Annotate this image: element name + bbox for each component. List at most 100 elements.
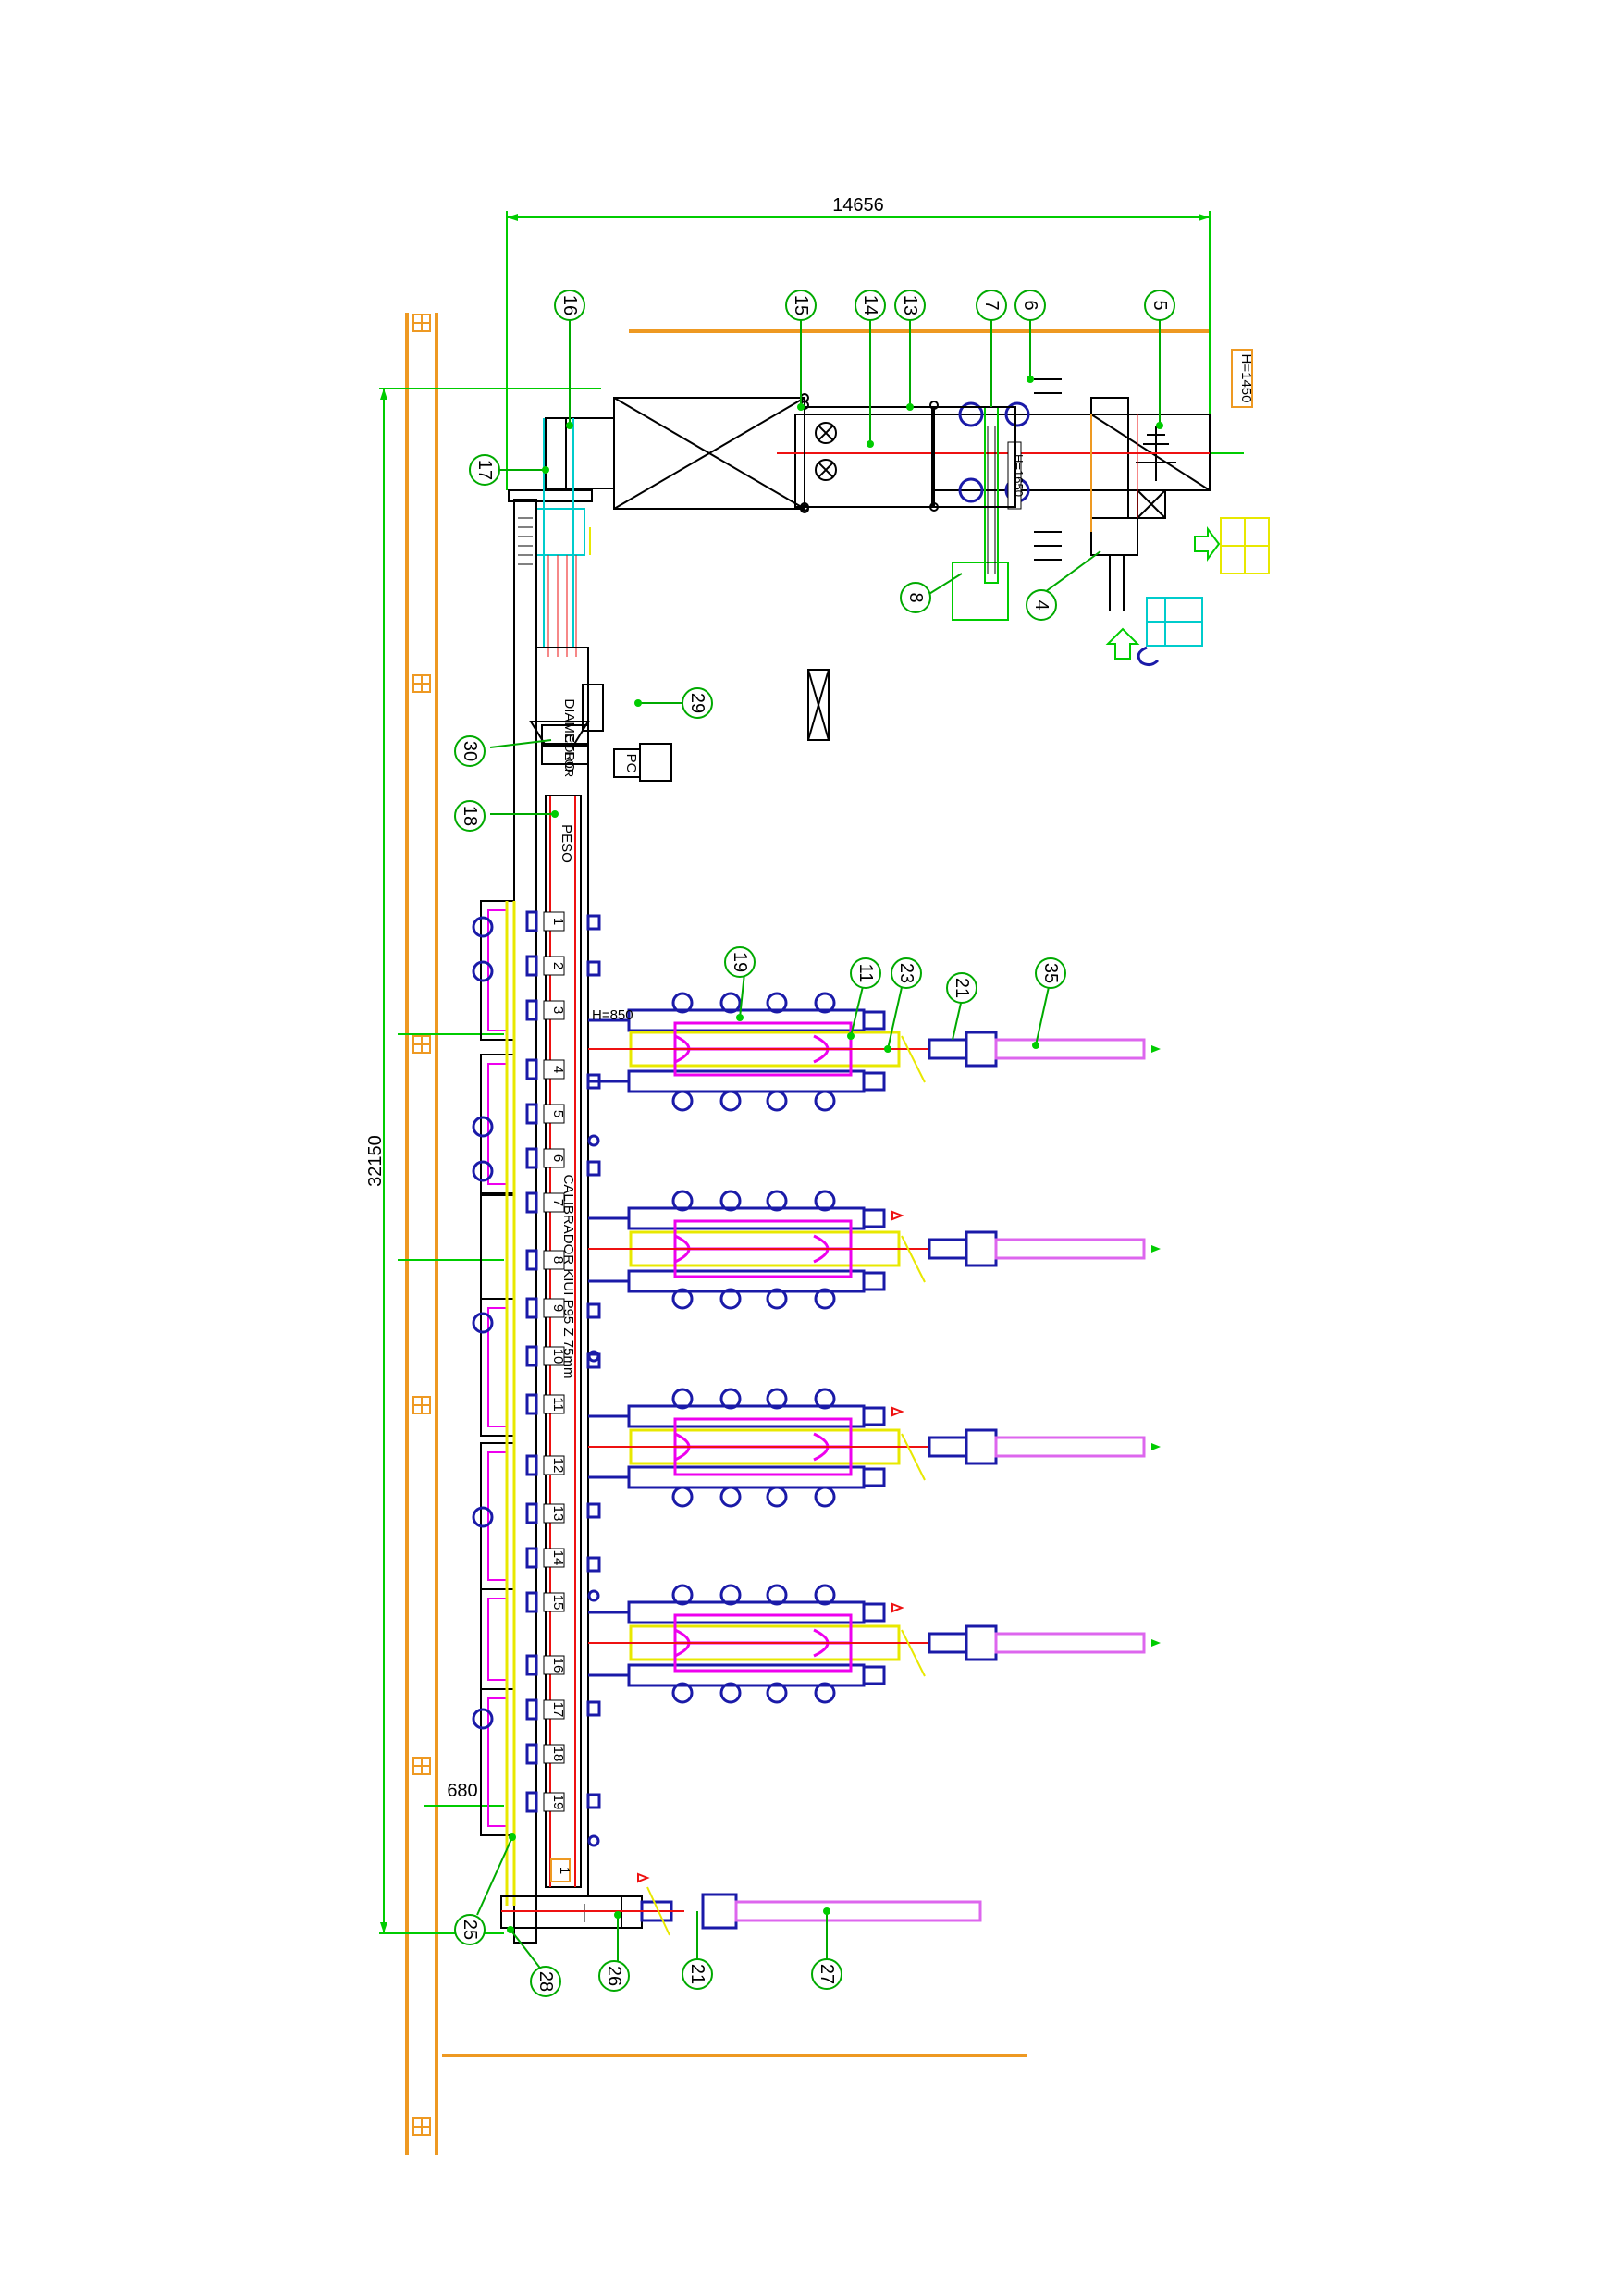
svg-text:28: 28 (535, 1971, 556, 1992)
callout-18: 18 (454, 800, 486, 832)
svg-text:17: 17 (550, 1702, 566, 1718)
svg-text:6: 6 (1020, 300, 1040, 310)
svg-text:1: 1 (557, 1867, 572, 1874)
svg-text:18: 18 (460, 806, 480, 826)
svg-text:19: 19 (550, 1795, 566, 1810)
leader-dots (507, 376, 1163, 1933)
svg-text:30: 30 (460, 741, 480, 761)
svg-text:1: 1 (550, 918, 566, 925)
label-calibrador: CALIBRADOR KIUI P95 Z 75mm (560, 1175, 576, 1379)
left-rollers (472, 916, 494, 1730)
svg-text:11: 11 (855, 964, 876, 983)
svg-text:7: 7 (981, 300, 1002, 310)
washer-box (800, 401, 1016, 512)
bin-end-marker: 1 (550, 1858, 572, 1882)
dimension-offset: 680 (447, 1781, 477, 1801)
callout-23: 23 (891, 957, 922, 989)
sort-line-3 (588, 1388, 1161, 1508)
callout-35: 35 (1035, 957, 1066, 989)
svg-text:15: 15 (550, 1595, 566, 1611)
left-yellow-rails (505, 901, 516, 1906)
callout-27: 27 (811, 1958, 842, 1990)
callout-25: 25 (454, 1914, 486, 1945)
svg-text:23: 23 (896, 963, 916, 983)
right-yellow-box (1220, 517, 1270, 574)
svg-text:3: 3 (550, 1006, 566, 1014)
label-color: COLOR (562, 734, 576, 777)
svg-text:21: 21 (952, 978, 972, 998)
svg-text:5: 5 (550, 1110, 566, 1117)
hatch-lines (518, 517, 533, 565)
elevator-height-mark: H=1650 (1012, 454, 1026, 497)
svg-text:7: 7 (550, 1199, 566, 1206)
callout-19: 19 (724, 946, 756, 978)
dimension-width: 14656 (832, 195, 884, 216)
callout-26: 26 (598, 1960, 630, 1992)
callout-17: 17 (469, 454, 500, 486)
svg-text:13: 13 (550, 1506, 566, 1522)
svg-text:25: 25 (460, 1920, 480, 1940)
svg-text:9: 9 (550, 1304, 566, 1312)
callout-30: 30 (454, 735, 486, 767)
callout-5: 5 (1144, 290, 1175, 321)
svg-text:11: 11 (550, 1397, 566, 1412)
sizer-left-stubs (525, 910, 538, 1813)
svg-text:15: 15 (791, 295, 811, 315)
svg-text:18: 18 (550, 1747, 566, 1762)
callout-29: 29 (682, 687, 713, 719)
column-markers (412, 314, 431, 2136)
svg-text:17: 17 (474, 460, 495, 480)
callout-7: 7 (976, 290, 1007, 321)
leader-lines (476, 318, 1161, 1971)
label-pc: PC (623, 754, 639, 773)
svg-text:10: 10 (550, 1349, 566, 1364)
svg-text:12: 12 (550, 1458, 566, 1474)
svg-text:21: 21 (687, 1964, 707, 1984)
left-bins (480, 900, 515, 1836)
dimension-arrows (380, 214, 1210, 1933)
svg-text:8: 8 (550, 1256, 566, 1264)
svg-text:16: 16 (550, 1658, 566, 1673)
manifold-height-mark: H=850 (592, 1007, 633, 1023)
turn-red (547, 555, 577, 657)
callout-21-top: 21 (946, 972, 977, 1004)
callout-8: 8 (900, 582, 931, 613)
svg-text:16: 16 (559, 295, 580, 315)
bottom-discharge (500, 1872, 982, 1936)
svg-text:14: 14 (550, 1550, 566, 1566)
svg-text:4: 4 (550, 1066, 566, 1073)
svg-text:H=1450: H=1450 (1238, 354, 1254, 403)
svg-text:2: 2 (550, 962, 566, 969)
svg-text:29: 29 (687, 693, 707, 713)
svg-text:35: 35 (1040, 963, 1061, 983)
svg-text:13: 13 (900, 295, 920, 315)
label-peso: PESO (559, 824, 574, 863)
turn-section (508, 417, 615, 502)
hook-icon (1137, 646, 1160, 667)
sort-line-2 (588, 1190, 1161, 1310)
svg-text:26: 26 (604, 1966, 624, 1986)
callout-15: 15 (785, 290, 817, 321)
sort-line-4 (588, 1584, 1161, 1704)
sort-line-1: H=850 (588, 992, 1161, 1112)
inlet-height-tag: H=1450 (1231, 349, 1254, 408)
callout-28: 28 (530, 1966, 561, 1997)
label-diametro: DIAMETRO (561, 698, 577, 772)
svg-text:4: 4 (1031, 599, 1051, 610)
optical-section (529, 669, 830, 782)
up-arrow-green (1105, 627, 1140, 660)
svg-text:14: 14 (860, 295, 880, 315)
right-cyan-box (1146, 597, 1203, 647)
callout-16: 16 (554, 290, 585, 321)
outlet-boxes (543, 911, 565, 1812)
callout-13: 13 (894, 290, 926, 321)
sizer-right-stubs (586, 914, 601, 1847)
svg-text:27: 27 (817, 1964, 837, 1984)
svg-text:19: 19 (730, 952, 750, 972)
callout-21-bottom: 21 (682, 1958, 713, 1990)
dimension-lines (379, 211, 1211, 1934)
svg-text:6: 6 (550, 1154, 566, 1162)
svg-text:5: 5 (1150, 300, 1170, 310)
callout-14: 14 (855, 290, 886, 321)
